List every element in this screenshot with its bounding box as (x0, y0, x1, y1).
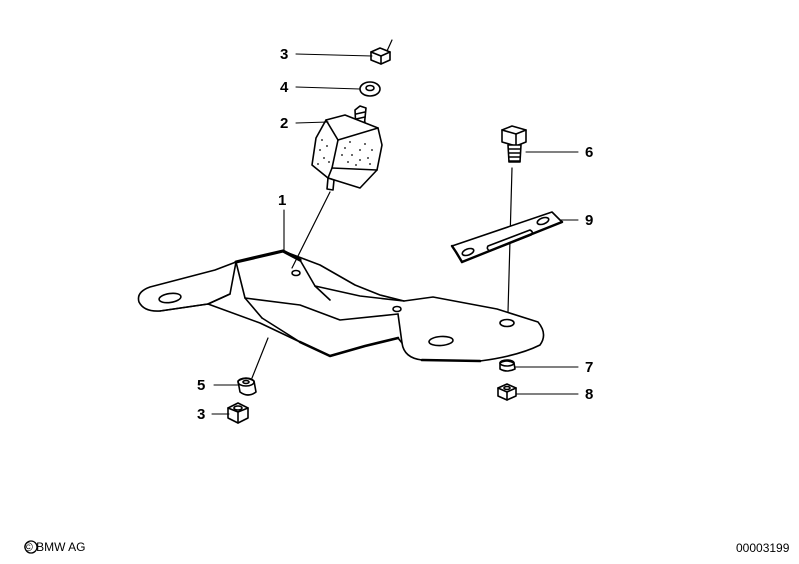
callout-2: 2 (280, 115, 289, 132)
callout-6: 6 (585, 144, 594, 161)
callout-9: 9 (585, 212, 594, 229)
diagram-number: 00003199 (736, 541, 790, 555)
washer-part-7 (499, 359, 516, 372)
nut-part-3-bottom (227, 402, 249, 424)
rubber-mount-part-2 (311, 105, 383, 191)
bolt-part-6 (501, 125, 527, 163)
callout-7: 7 (585, 359, 594, 376)
callout-3-bottom: 3 (197, 406, 206, 423)
copyright-label: © BMW AG (24, 540, 86, 554)
nut-part-8 (497, 383, 517, 401)
callout-4: 4 (280, 79, 289, 96)
callout-8: 8 (585, 386, 594, 403)
bracket-part-1 (137, 249, 545, 363)
copyright-symbol-icon (24, 540, 38, 554)
nut-part-3-top (370, 47, 391, 65)
callout-1: 1 (278, 192, 287, 209)
plate-part-9 (450, 211, 564, 264)
washer-part-4 (359, 81, 381, 97)
callout-3-top: 3 (280, 46, 289, 63)
leader-lines (211, 53, 579, 415)
callout-5: 5 (197, 377, 206, 394)
washer-part-5 (237, 377, 257, 396)
